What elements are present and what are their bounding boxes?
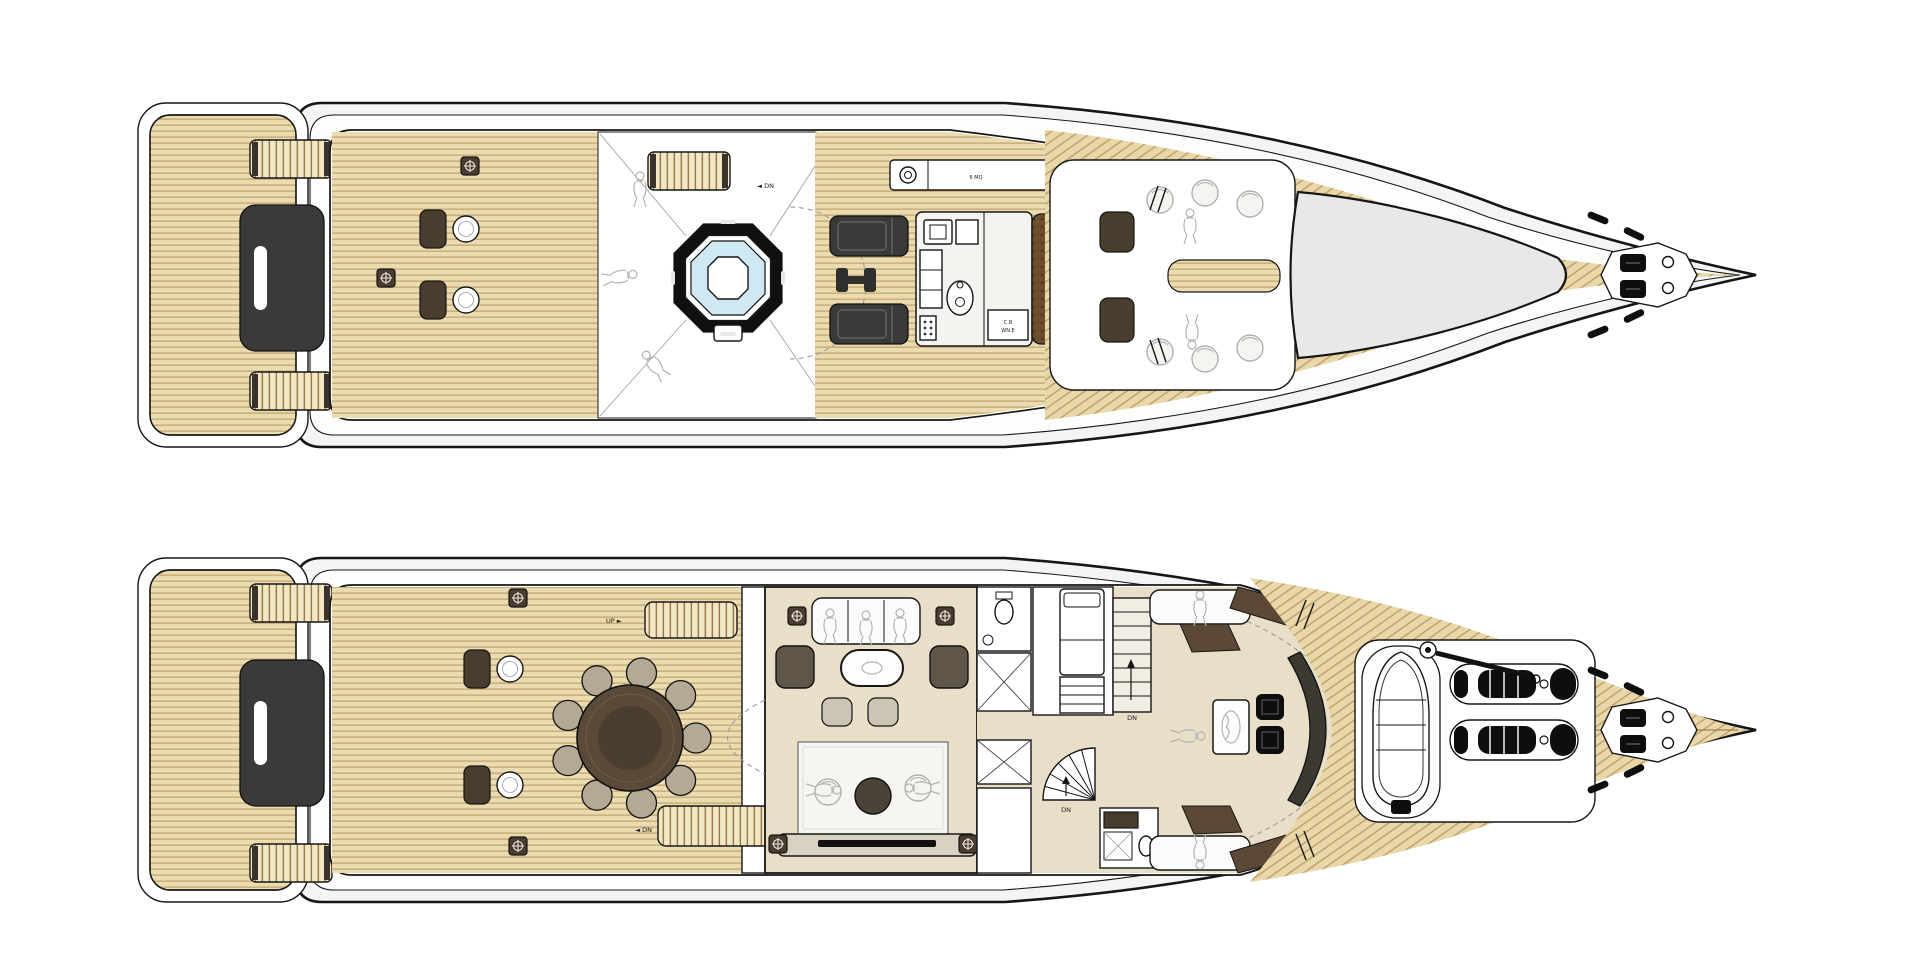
deck-break-lines	[1295, 599, 1315, 861]
spiral-staircase: DN	[1042, 747, 1096, 814]
single-bed	[1059, 588, 1105, 676]
grill-icon	[929, 224, 947, 240]
teak-walkway	[1167, 259, 1281, 293]
cooler-label-2: WN.E	[1001, 328, 1014, 334]
armchair	[929, 645, 969, 689]
foredeck	[1250, 578, 1748, 882]
spa-steps	[647, 151, 731, 191]
stern-staircase	[239, 659, 325, 807]
deck-break-lines	[1149, 185, 1167, 365]
settee-table	[1179, 623, 1241, 653]
sun-loungers	[829, 215, 909, 345]
dining-table	[552, 657, 712, 819]
stairs-label: DN	[1127, 714, 1137, 722]
wardrobe	[976, 739, 1032, 785]
pillow	[1063, 592, 1101, 608]
settee-port	[1149, 589, 1251, 653]
games-table	[854, 777, 892, 815]
windshield	[1289, 190, 1568, 360]
coffee-table	[840, 649, 904, 687]
aft-deck	[332, 132, 598, 418]
settee-table	[1181, 805, 1243, 835]
stairs-up: UP ►	[606, 601, 738, 639]
stairs-label: DN	[1061, 806, 1071, 814]
wet-bar: C.B WN.E	[915, 211, 1033, 347]
wheelhouse	[1149, 584, 1361, 876]
cooler-cabinet	[987, 309, 1029, 341]
boarding-stairs-port	[249, 583, 333, 623]
door-swing-arc	[726, 699, 766, 775]
swim-platform	[137, 557, 309, 903]
main-deck-plan: UP ► ◄ DN	[137, 556, 1758, 904]
sofa	[811, 597, 921, 647]
chart-table	[1212, 699, 1250, 755]
gym-bench	[836, 268, 876, 292]
helm-chairs	[1256, 694, 1284, 754]
ottoman	[867, 697, 899, 727]
boarding-stairs-starboard	[249, 371, 333, 411]
boarding-stairs-starboard	[249, 843, 333, 883]
side-table	[787, 606, 807, 626]
cooler-label-1: C.B	[1004, 320, 1013, 326]
helm-console	[1287, 651, 1327, 807]
deck-socket	[508, 836, 528, 856]
sun-deck-plan: C.B WN.E 6 MQ ◄ DN	[137, 101, 1758, 449]
captain-cabin	[1032, 586, 1114, 716]
anchor-windlass	[1600, 242, 1698, 308]
anchor-windlass	[1600, 697, 1698, 763]
store-room	[976, 787, 1032, 874]
deck-socket	[460, 156, 480, 176]
armchair	[775, 645, 815, 689]
deck-socket	[376, 268, 396, 288]
outboard-motor	[1391, 800, 1411, 814]
aft-deck: UP ► ◄ DN	[332, 586, 771, 874]
ottoman	[821, 697, 853, 727]
stern-staircase	[239, 204, 325, 352]
vanity	[1103, 811, 1139, 829]
tender	[1361, 645, 1441, 819]
stairs-up-label: UP ►	[606, 617, 622, 625]
toilet-icon	[994, 599, 1014, 625]
side-table	[935, 606, 955, 626]
shower	[1103, 831, 1133, 861]
tv-cabinet	[768, 833, 978, 857]
deck-socket	[508, 588, 528, 608]
lounge-seat	[1099, 297, 1135, 343]
spa-pool	[671, 220, 785, 342]
boarding-stairs-port	[249, 139, 333, 179]
deck-crane	[1419, 641, 1541, 684]
wardrobe	[976, 652, 1032, 712]
service-rooms: DN DN	[976, 586, 1356, 874]
forward-lounge	[1049, 159, 1296, 391]
lounge-seat	[1099, 211, 1135, 253]
shower-room	[1099, 807, 1159, 869]
jet-ski	[1449, 719, 1579, 761]
area-label: 6 MQ	[969, 175, 982, 181]
settee-starboard	[1149, 805, 1251, 871]
sink-icon	[982, 634, 994, 646]
salon	[726, 586, 978, 874]
stairs-down-label: ◄ DN	[757, 182, 774, 190]
games-area	[797, 741, 949, 835]
day-head	[976, 586, 1032, 652]
stairs-down-label: ◄ DN	[635, 826, 652, 834]
staircase-down: DN	[1112, 597, 1152, 722]
